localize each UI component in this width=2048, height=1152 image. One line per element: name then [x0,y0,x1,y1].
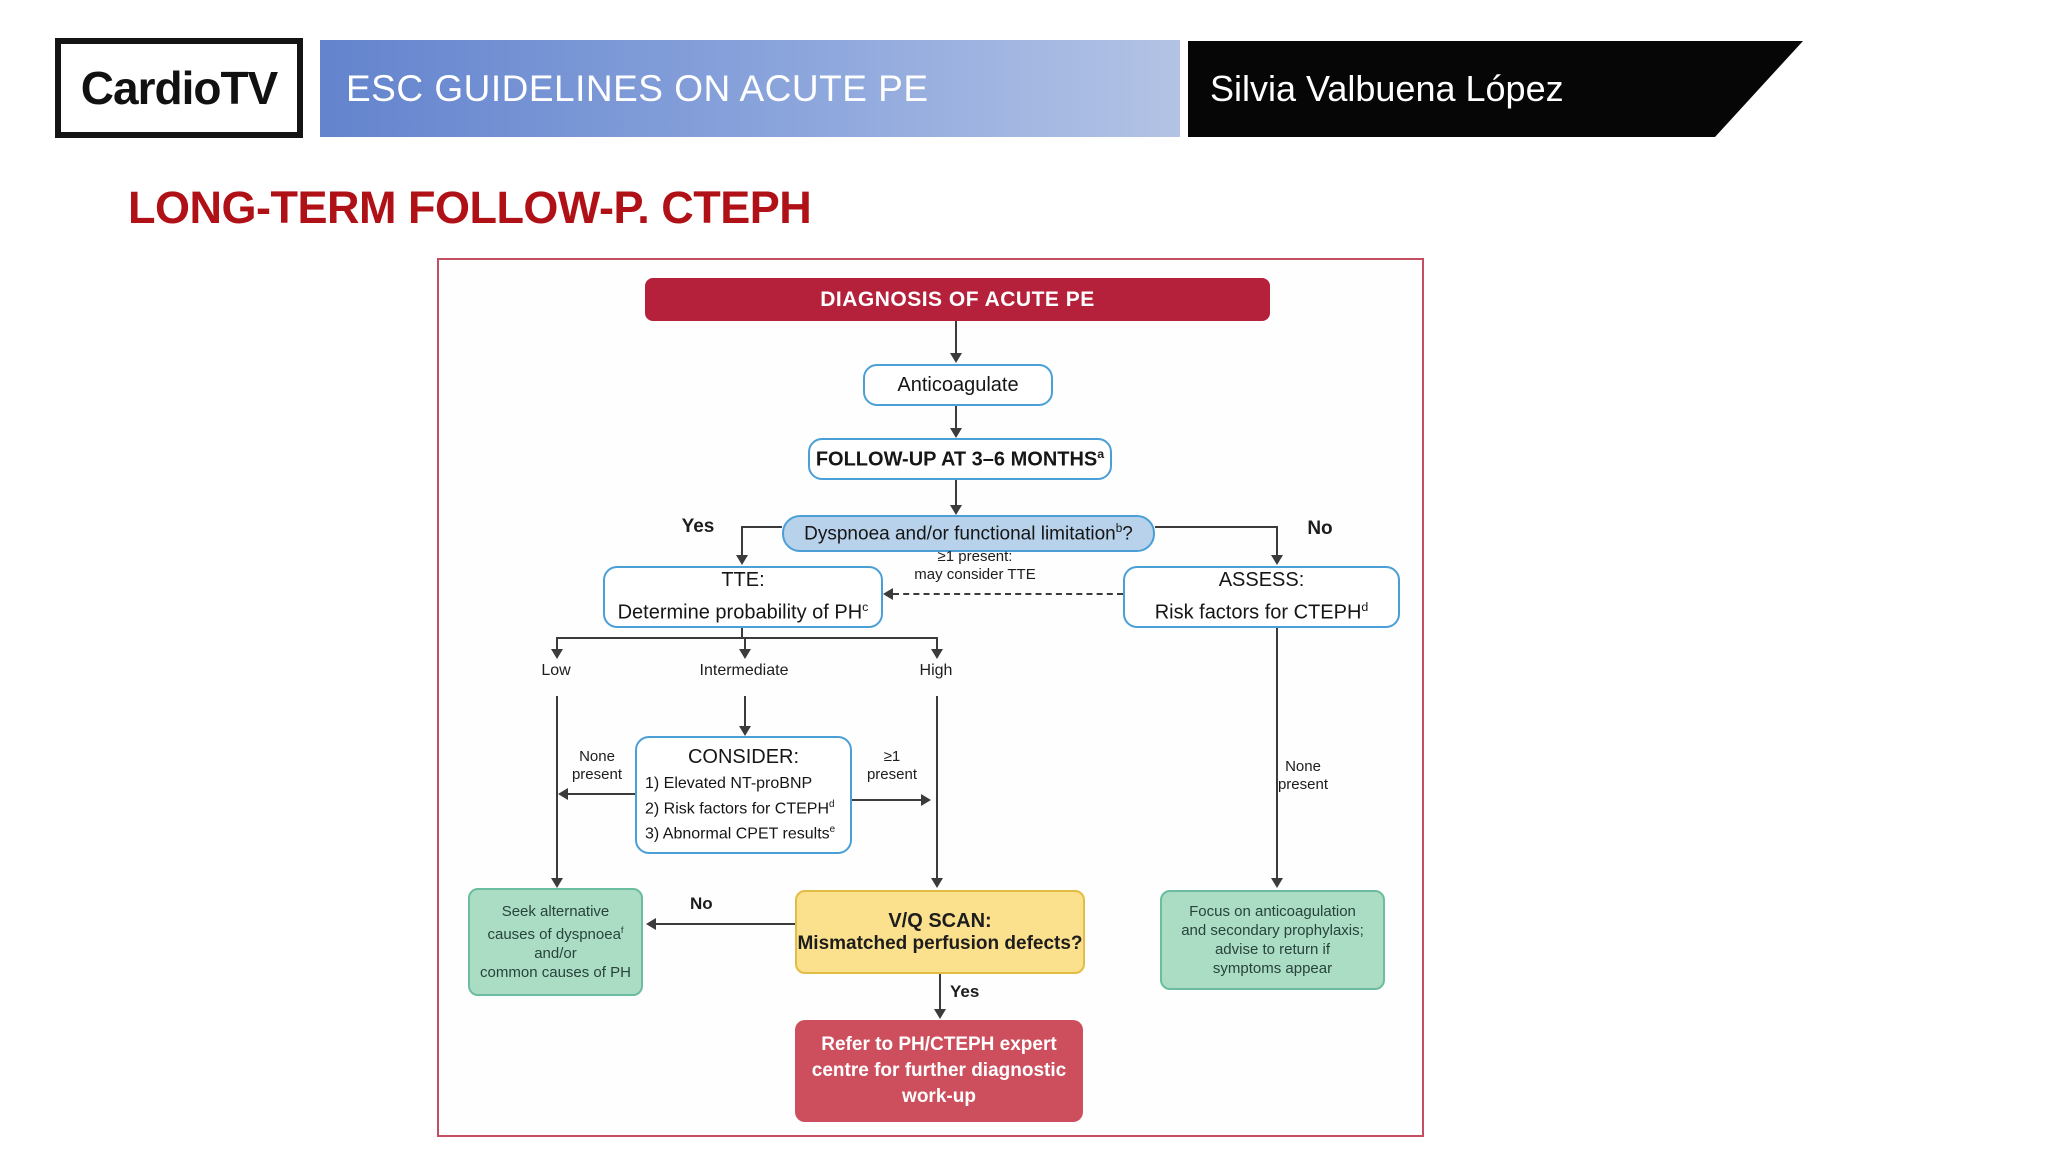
tte-note-label: ≥1 present: may consider TTE [914,548,1036,583]
arrowhead-intermediate-consider [739,726,751,736]
tte-node: TTE: Determine probability of PHc [603,566,883,628]
assess-title: ASSESS: [1218,569,1305,592]
seek-line3: and/or [534,945,577,962]
dyspnoea-label: Dyspnoea and/or functional limitationb? [804,521,1133,545]
arrowhead-yes-tte [736,555,748,565]
cardiotv-logo: CardioTV [55,38,303,138]
arrowhead-no-assess [1271,555,1283,565]
arrow-no-elbow-h [1155,526,1278,528]
no-label: No [1307,518,1333,539]
arrowhead-branch-intermediate [739,649,751,659]
arrow-anticoagulate-followup [955,406,957,429]
line-low-seek [556,696,558,879]
line-assess-focus [1276,628,1278,879]
arrowhead-diagnosis-anticoagulate [950,353,962,363]
consider-node: CONSIDER: 1) Elevated NT-proBNP 2) Risk … [635,736,852,854]
arrow-consider-none [568,793,635,795]
none-present-left-label: None present [571,748,623,783]
logo-text: CardioTV [80,62,278,114]
arrow-consider-ge1 [852,799,922,801]
seek-line2: causes of dyspnoeaf [487,925,624,943]
vq-scan-node: V/Q SCAN: Mismatched perfusion defects? [795,890,1085,974]
focus-line4: symptoms appear [1212,960,1333,977]
arrow-branch-low [556,637,558,650]
refer-line1: Refer to PH/CTEPH expert [821,1034,1057,1055]
arrowhead-branch-low [551,649,563,659]
arrow-diagnosis-anticoagulate [955,321,957,354]
tte-title: TTE: [721,569,765,592]
vq-line2: Mismatched perfusion defects? [797,932,1083,954]
arrow-branch-high [936,637,938,650]
assess-node: ASSESS: Risk factors for CTEPHd [1123,566,1400,628]
none-present-right-label: None present [1277,758,1329,793]
arrowhead-assess-tte [883,588,893,600]
slide-title: LONG-TERM FOLLOW-P. CTEPH [128,182,812,233]
vq-yes-label: Yes [950,982,980,1001]
arrow-yes-elbow-h [741,526,782,528]
arrowhead-anticoagulate-followup [950,428,962,438]
presenter-name: Silvia Valbuena López [1210,68,1564,109]
arrowhead-high-vq [931,878,943,888]
consider-item-3: 3) Abnormal CPET resultse [645,824,836,843]
arrow-yes-elbow-v [741,526,743,556]
focus-anticoagulation-node: Focus on anticoagulation and secondary p… [1160,890,1385,990]
line-probability-branch [556,637,937,639]
consider-title: CONSIDER: [687,745,800,768]
arrowhead-assess-focus [1271,878,1283,888]
refer-line3: work-up [902,1086,976,1107]
assess-line2: Risk factors for CTEPHd [1154,600,1369,624]
diagnosis-node: DIAGNOSIS OF ACUTE PE [645,278,1270,321]
focus-line1: Focus on anticoagulation [1189,903,1356,920]
line-high-vq [936,696,938,879]
consider-item-1: 1) Elevated NT-proBNP [645,774,813,792]
refer-line2: centre for further diagnostic [811,1060,1067,1081]
consider-items: 1) Elevated NT-proBNP 2) Risk factors fo… [645,773,842,845]
arrowhead-low-seek [551,878,563,888]
banner-title: ESC GUIDELINES ON ACUTE PE [346,67,929,109]
arrow-followup-dyspnoea [955,480,957,507]
anticoagulate-node: Anticoagulate [863,364,1053,406]
title-banner: ESC GUIDELINES ON ACUTE PE [320,40,1180,137]
arrowhead-followup-dyspnoea [950,505,962,515]
vq-title: V/Q SCAN: [888,909,992,932]
low-label: Low [541,662,571,679]
arrow-vq-seek [656,923,795,925]
presenter-banner: Silvia Valbuena López [1188,41,1803,137]
consider-item-2: 2) Risk factors for CTEPHd [645,798,835,817]
arrowhead-vq-refer [934,1009,946,1019]
line-tte-branch [741,628,743,638]
arrowhead-vq-seek [646,918,656,930]
seek-line4: common causes of PH [480,964,631,981]
arrowhead-consider-ge1 [921,794,931,806]
seek-line1: Seek alternative [501,903,610,920]
seek-alternative-node: Seek alternative causes of dyspnoeaf and… [468,888,643,996]
anticoagulate-label: Anticoagulate [897,373,1019,396]
arrow-vq-refer [939,974,941,1010]
dyspnoea-node: Dyspnoea and/or functional limitationb? [782,515,1155,552]
arrow-intermediate-consider [744,696,746,727]
arrowhead-branch-high [931,649,943,659]
followup-label: FOLLOW-UP AT 3–6 MONTHSa [815,446,1105,471]
dashed-arrow-assess-tte [893,593,1123,595]
high-label: High [919,662,953,679]
ge1-present-label: ≥1 present [866,748,918,783]
vq-no-label: No [690,894,713,913]
diagnosis-label: DIAGNOSIS OF ACUTE PE [820,287,1095,311]
tte-line2: Determine probability of PHc [617,600,869,624]
arrow-no-elbow-v [1276,526,1278,556]
followup-node: FOLLOW-UP AT 3–6 MONTHSa [808,438,1112,480]
arrowhead-consider-none [558,788,568,800]
focus-line2: and secondary prophylaxis; [1181,922,1364,939]
yes-label: Yes [681,516,715,537]
intermediate-label: Intermediate [699,662,789,679]
focus-line3: advise to return if [1214,941,1331,958]
refer-expert-node: Refer to PH/CTEPH expert centre for furt… [795,1020,1083,1122]
arrow-branch-intermediate [744,637,746,650]
